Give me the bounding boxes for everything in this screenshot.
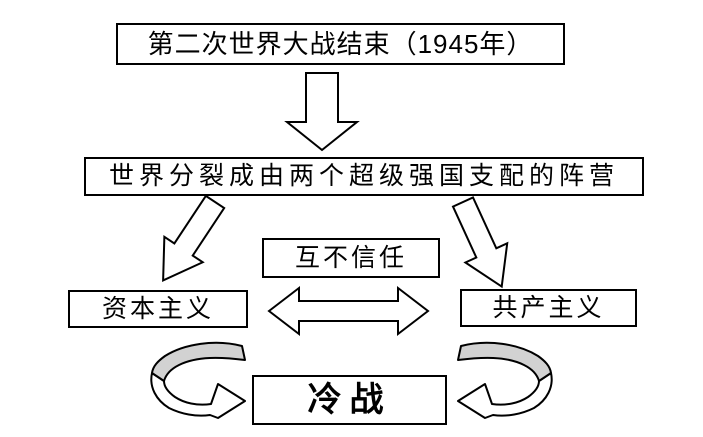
diagonal-block-arrow-left-icon (162, 194, 226, 282)
ribbon-top-right (457, 341, 552, 382)
node-ww2-end: 第二次世界大战结束（1945年） (116, 23, 565, 65)
node-ww2-end-label: 第二次世界大战结束（1945年） (147, 29, 534, 59)
node-cold-war-label: 冷战 (307, 381, 392, 419)
node-world-split: 世界分裂成由两个超级强国支配的阵营 (84, 157, 644, 196)
ribbon-body-right (457, 372, 553, 419)
node-capitalism-label: 资本主义 (101, 294, 214, 323)
node-capitalism: 资本主义 (68, 290, 248, 328)
ribbon-top-left (151, 341, 246, 382)
curved-ribbon-arrow-right-icon (457, 341, 553, 419)
curved-ribbon-arrow-left-icon (150, 341, 246, 419)
node-mutual-distrust: 互不信任 (262, 238, 440, 278)
diagonal-block-arrow-right-icon (451, 196, 509, 289)
node-cold-war: 冷战 (252, 375, 447, 425)
ribbon-body-left (150, 372, 246, 419)
down-block-arrow-icon (284, 72, 360, 152)
node-communism-label: 共产主义 (492, 293, 605, 322)
node-communism: 共产主义 (460, 289, 637, 327)
double-headed-block-arrow-icon (267, 285, 430, 337)
node-world-split-label: 世界分裂成由两个超级强国支配的阵营 (108, 162, 619, 190)
node-mutual-distrust-label: 互不信任 (294, 243, 407, 272)
